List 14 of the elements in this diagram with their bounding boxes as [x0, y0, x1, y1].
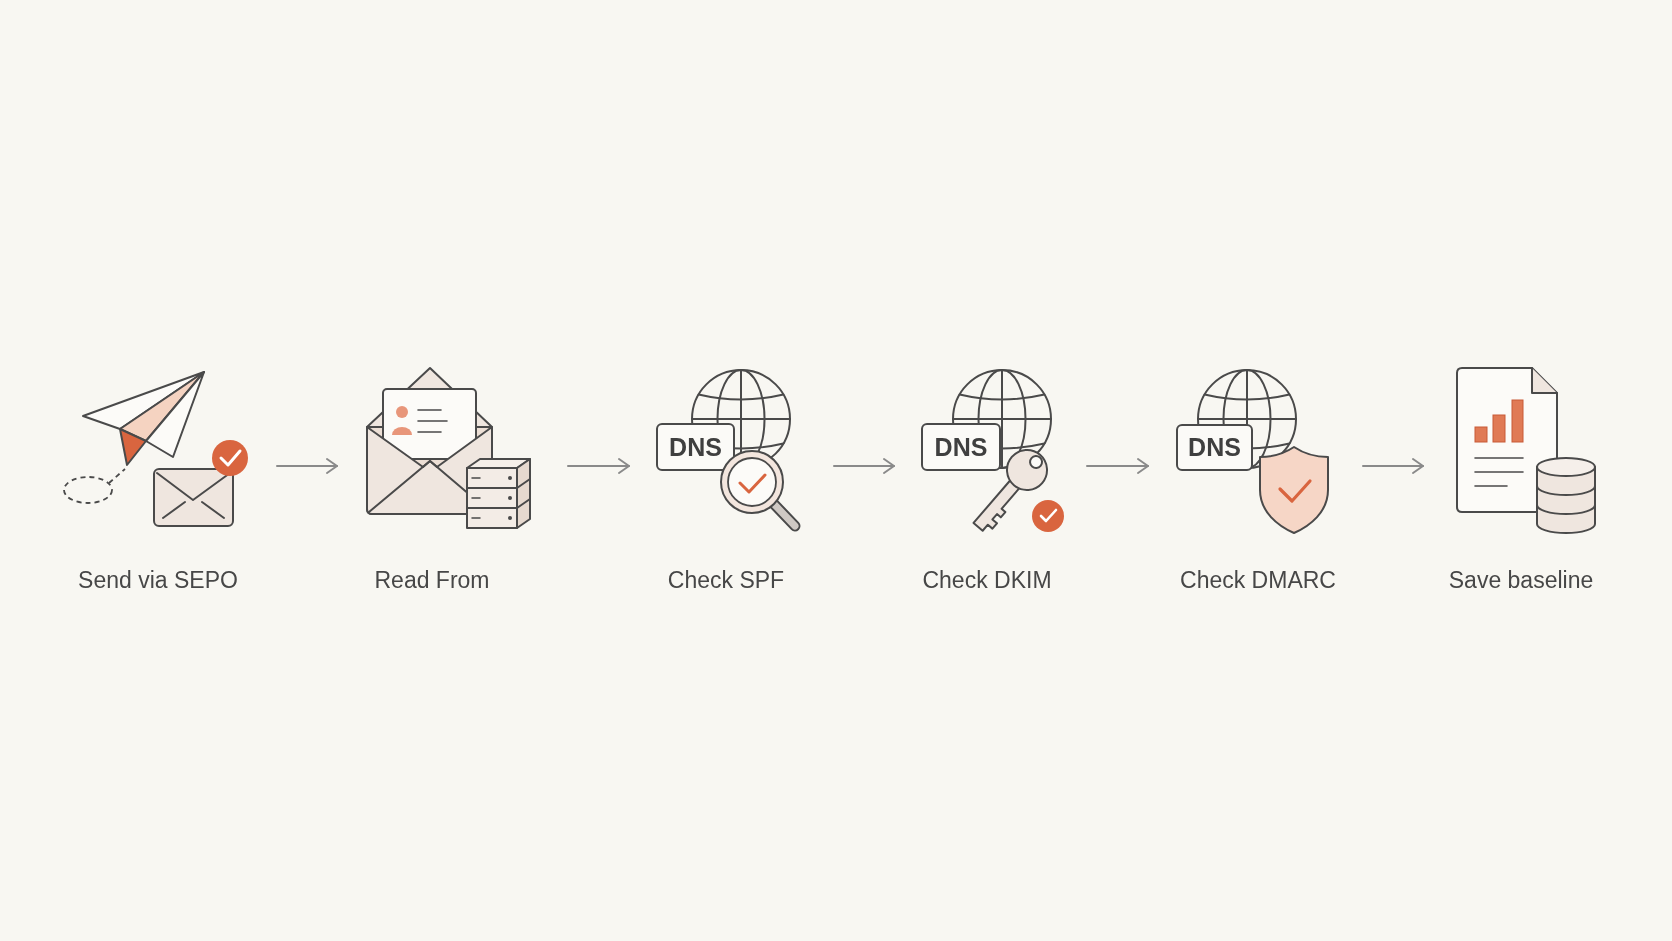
arrow — [833, 458, 895, 474]
arrow — [567, 458, 630, 474]
step-label: Save baseline — [1448, 566, 1594, 594]
step-label: Send via SEPO — [78, 566, 238, 594]
dns-tag: DNS — [921, 423, 1001, 471]
dns-tag: DNS — [656, 423, 735, 471]
step-label: Check DKIM — [922, 566, 1052, 594]
arrow — [1086, 458, 1149, 474]
step-label: Check DMARC — [1180, 566, 1336, 594]
arrow — [276, 458, 338, 474]
arrow — [1362, 458, 1424, 474]
dns-tag: DNS — [1176, 424, 1253, 471]
step-label: Read From — [374, 566, 490, 594]
step-label: Check SPF — [667, 566, 785, 594]
